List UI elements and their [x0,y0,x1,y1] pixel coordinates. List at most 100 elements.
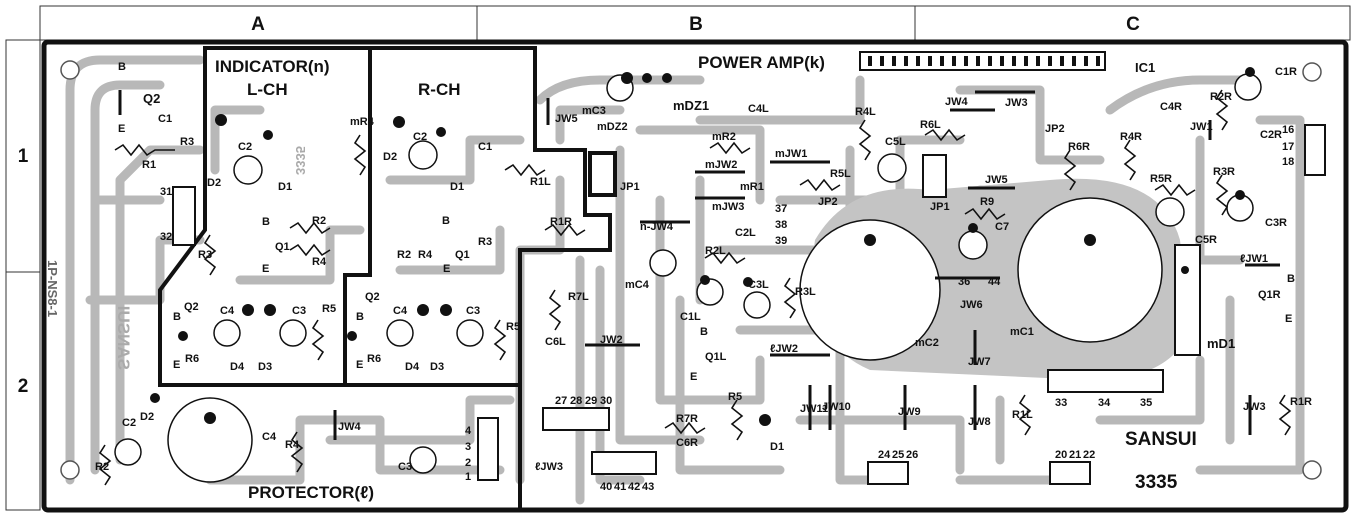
comp-label: C5L [885,136,906,148]
comp-label: 28 [570,395,582,407]
comp-label: mD1 [1207,336,1235,351]
comp-label: C4 [393,305,408,317]
comp-label: JW11 [800,403,828,415]
comp-label: E [118,123,125,135]
small-capacitors [114,73,1262,474]
comp-label: R6R [1068,141,1090,153]
comp-label: C2R [1260,129,1282,141]
comp-label: B [173,311,181,323]
comp-label: mJW1 [775,148,807,160]
comp-label: Q2 [365,291,380,303]
comp-label: C3 [466,305,480,317]
comp-label: R5 [322,303,336,315]
ic-label: IC1 [1135,60,1155,75]
comp-label: R1L [530,176,551,188]
comp-label: C4 [220,305,235,317]
comp-label: 27 [555,395,567,407]
comp-label: JW5 [985,174,1008,186]
comp-label: D4 [405,361,420,373]
brand-label: SANSUI [1125,429,1197,450]
comp-label: R2 [312,215,326,227]
comp-label: 29 [585,395,597,407]
comp-label: D4 [230,361,245,373]
comp-label: Q1L [705,351,727,363]
comp-label: D1 [770,441,784,453]
comp-label: C1 [158,113,172,125]
comp-label: R1R [1290,396,1312,408]
resistors [98,89,1292,486]
protector-labels: C2 R2 D2 C4 R4 JW4 C3 4 3 2 1 [95,411,472,483]
comp-label: JW9 [898,406,921,418]
comp-label: mC3 [582,105,606,117]
comp-label: 26 [906,449,918,461]
pads [150,67,1255,426]
comp-label: 20 [1055,449,1067,461]
comp-label: C2 [238,141,252,153]
comp-label: JP1 [620,181,640,193]
comp-label: mC2 [915,337,939,349]
comp-label: JP2 [818,196,838,208]
comp-label: JW1 [1190,121,1213,133]
comp-label: R7L [568,291,589,303]
comp-label: C1 [478,141,492,153]
comp-label: C2 [122,417,136,429]
comp-label: B [442,215,450,227]
comp-label: mR4 [350,116,375,128]
comp-label: 44 [988,276,1001,288]
comp-label: 16 [1282,124,1294,136]
comp-label: E [262,263,269,275]
comp-label: 40 [600,481,612,493]
comp-label: R6 [367,353,381,365]
mirrored-brand: SANSUI [114,306,133,370]
comp-label: 32 [160,231,172,243]
comp-label: 41 [614,481,626,493]
comp-label: R1R [550,216,572,228]
comp-label: R4R [1120,131,1142,143]
comp-label: 34 [1098,397,1111,409]
column-label-b: B [689,14,703,35]
row-label-1: 1 [18,146,29,167]
comp-label: R4 [312,256,327,268]
left-channel-label: L-CH [247,80,288,99]
comp-label: E [356,359,363,371]
indicator-title: INDICATOR(n) [215,57,330,76]
comp-label: R2L [705,245,726,257]
indicator-r-labels: mR4 C2 C1 D2 D1 R2 R3 R4 Q1 B E C4 C3 D4… [350,116,520,373]
board-code: 1P-NS8-1 [45,260,60,317]
comp-label: D1 [278,181,292,193]
comp-label: R1 [142,159,156,171]
comp-label: Q1 [275,241,290,253]
comp-label: C3 [398,461,412,473]
comp-label: C4R [1160,101,1182,113]
comp-label: 43 [642,481,654,493]
comp-label: B [118,61,126,73]
row-label-2: 2 [18,376,29,397]
comp-label: JW8 [968,416,991,428]
comp-label: 37 [775,203,787,215]
protector-title: PROTECTOR(ℓ) [248,483,374,502]
comp-label: mR1 [740,181,764,193]
comp-label: R4 [418,249,433,261]
comp-label: 36 [958,276,970,288]
comp-label: C5R [1195,234,1217,246]
comp-label: 1 [465,471,471,483]
comp-label: 30 [600,395,612,407]
comp-label: 21 [1069,449,1081,461]
comp-label: D3 [258,361,272,373]
comp-label: R5R [1150,173,1172,185]
comp-label: R5 [506,321,520,333]
comp-label: JW3 [1005,97,1028,109]
comp-label: D2 [383,151,397,163]
comp-label: JW7 [968,356,991,368]
comp-label: R5 [728,391,742,403]
comp-label: E [173,359,180,371]
comp-label: mC4 [625,279,650,291]
comp-label: R4 [285,439,300,451]
comp-label: 38 [775,219,787,231]
comp-label: R2 [397,249,411,261]
comp-label: C3R [1265,217,1287,229]
comp-label: B [262,216,270,228]
comp-label: R7R [676,413,698,425]
comp-label: mR2 [712,131,736,143]
